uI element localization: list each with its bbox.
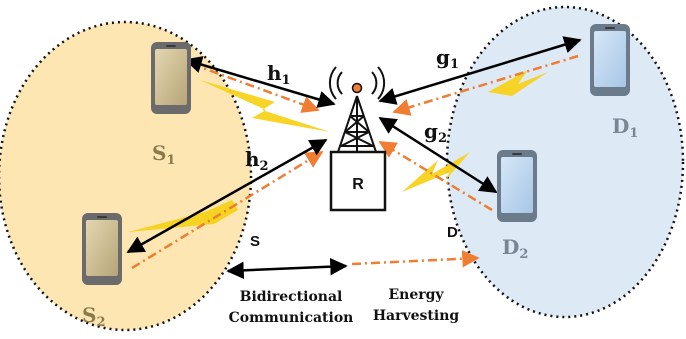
channel-label-g1: g1	[436, 45, 459, 72]
smartphone-icon	[497, 150, 537, 222]
legend-bidirectional-arrow	[226, 257, 348, 280]
tower-beacon	[351, 82, 363, 94]
legend-energy-line1: Energy	[388, 287, 444, 303]
label-s1: S1	[152, 141, 176, 168]
legend-bidirectional-line2: Communication	[229, 310, 354, 326]
label-s2: S2	[82, 303, 106, 330]
antenna-tower-icon	[328, 66, 386, 153]
source-group-label: S	[250, 233, 260, 250]
link-g1	[378, 36, 582, 105]
smartphone-icon	[151, 42, 191, 114]
channel-label-h1: h1	[267, 61, 291, 88]
label-d2: D2	[502, 235, 528, 262]
legend-energy-arrow	[351, 250, 480, 268]
channel-label-h2: h2	[245, 147, 269, 174]
relay-box	[329, 150, 387, 212]
legend-bidirectional-line1: Bidirectional	[240, 289, 343, 305]
bidirectional-links	[126, 36, 582, 280]
link-h1	[184, 56, 336, 108]
relay-label: R	[352, 176, 364, 193]
channel-label-g2: g2	[424, 119, 447, 146]
legend-energy-line2: Harvesting	[373, 308, 460, 324]
label-d1: D1	[612, 114, 638, 141]
smartphone-icon	[590, 24, 630, 96]
destination-group-label: D	[447, 224, 458, 241]
destination-region	[445, 5, 685, 319]
link-h2	[126, 138, 328, 254]
smartphone-icon	[82, 213, 122, 285]
link-g2	[378, 116, 498, 194]
